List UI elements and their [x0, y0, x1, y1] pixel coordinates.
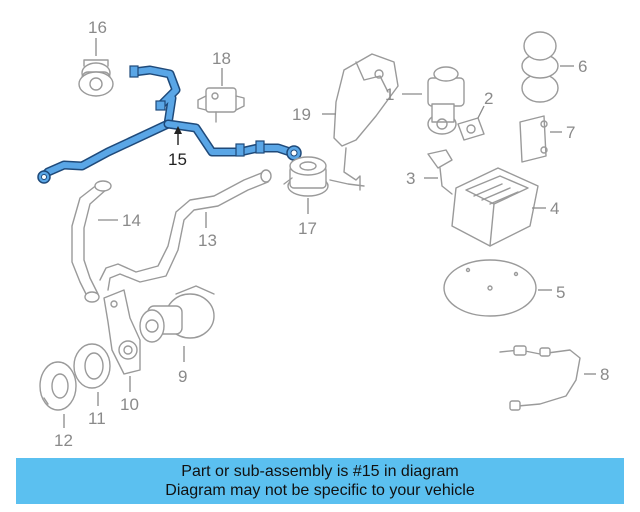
callout-17[interactable]: 17 — [298, 219, 317, 238]
callout-12[interactable]: 12 — [54, 431, 73, 450]
part-19-intake[interactable] — [329, 53, 399, 191]
part-12-cover[interactable] — [39, 361, 77, 411]
callout-14[interactable]: 14 — [122, 211, 141, 230]
banner-line-2: Diagram may not be specific to your vehi… — [165, 482, 475, 499]
parts-diagram: 16 18 15 14 13 — [37, 18, 609, 450]
part-11-gasket[interactable] — [73, 343, 111, 389]
part-15-pipe[interactable] — [37, 65, 302, 184]
callout-16[interactable]: 16 — [88, 18, 107, 37]
callout-4[interactable]: 4 — [550, 199, 559, 218]
callout-8[interactable]: 8 — [600, 365, 609, 384]
part-6-filter[interactable] — [521, 31, 559, 103]
part-13-hose[interactable] — [99, 169, 272, 291]
callout-18[interactable]: 18 — [212, 49, 231, 68]
part-2-gasket[interactable] — [457, 117, 485, 141]
part-10-bracket[interactable] — [103, 289, 141, 375]
banner-line-1: Part or sub-assembly is #15 in diagram — [181, 463, 459, 480]
callout-3[interactable]: 3 — [406, 169, 415, 188]
part-16-valve[interactable] — [78, 59, 114, 97]
callout-2[interactable]: 2 — [484, 89, 493, 108]
callout-19[interactable]: 19 — [292, 105, 311, 124]
callout-9[interactable]: 9 — [178, 367, 187, 386]
part-14-hose[interactable] — [71, 180, 112, 303]
part-9-pump[interactable] — [139, 285, 215, 343]
callout-5[interactable]: 5 — [556, 283, 565, 302]
part-7-plate[interactable] — [519, 115, 548, 163]
callout-15[interactable]: 15 — [168, 150, 187, 169]
callout-11[interactable]: 11 — [88, 409, 106, 428]
callout-10[interactable]: 10 — [120, 395, 139, 414]
callout-7[interactable]: 7 — [566, 123, 575, 142]
part-5-disc[interactable] — [443, 259, 537, 317]
leader-15-arrow — [174, 126, 182, 134]
part-1-valve[interactable] — [427, 66, 465, 135]
part-8-sensor[interactable] — [499, 345, 581, 411]
part-4-airbox[interactable] — [451, 167, 539, 247]
part-18-bracket[interactable] — [197, 87, 245, 123]
callout-13[interactable]: 13 — [198, 231, 217, 250]
info-banner: Part or sub-assembly is #15 in diagram D… — [16, 458, 624, 504]
part-17-pump[interactable] — [283, 156, 329, 197]
part-3-bracket[interactable] — [427, 149, 453, 195]
callout-6[interactable]: 6 — [578, 57, 587, 76]
callout-1[interactable]: 1 — [385, 85, 394, 104]
leader-2 — [477, 105, 485, 119]
